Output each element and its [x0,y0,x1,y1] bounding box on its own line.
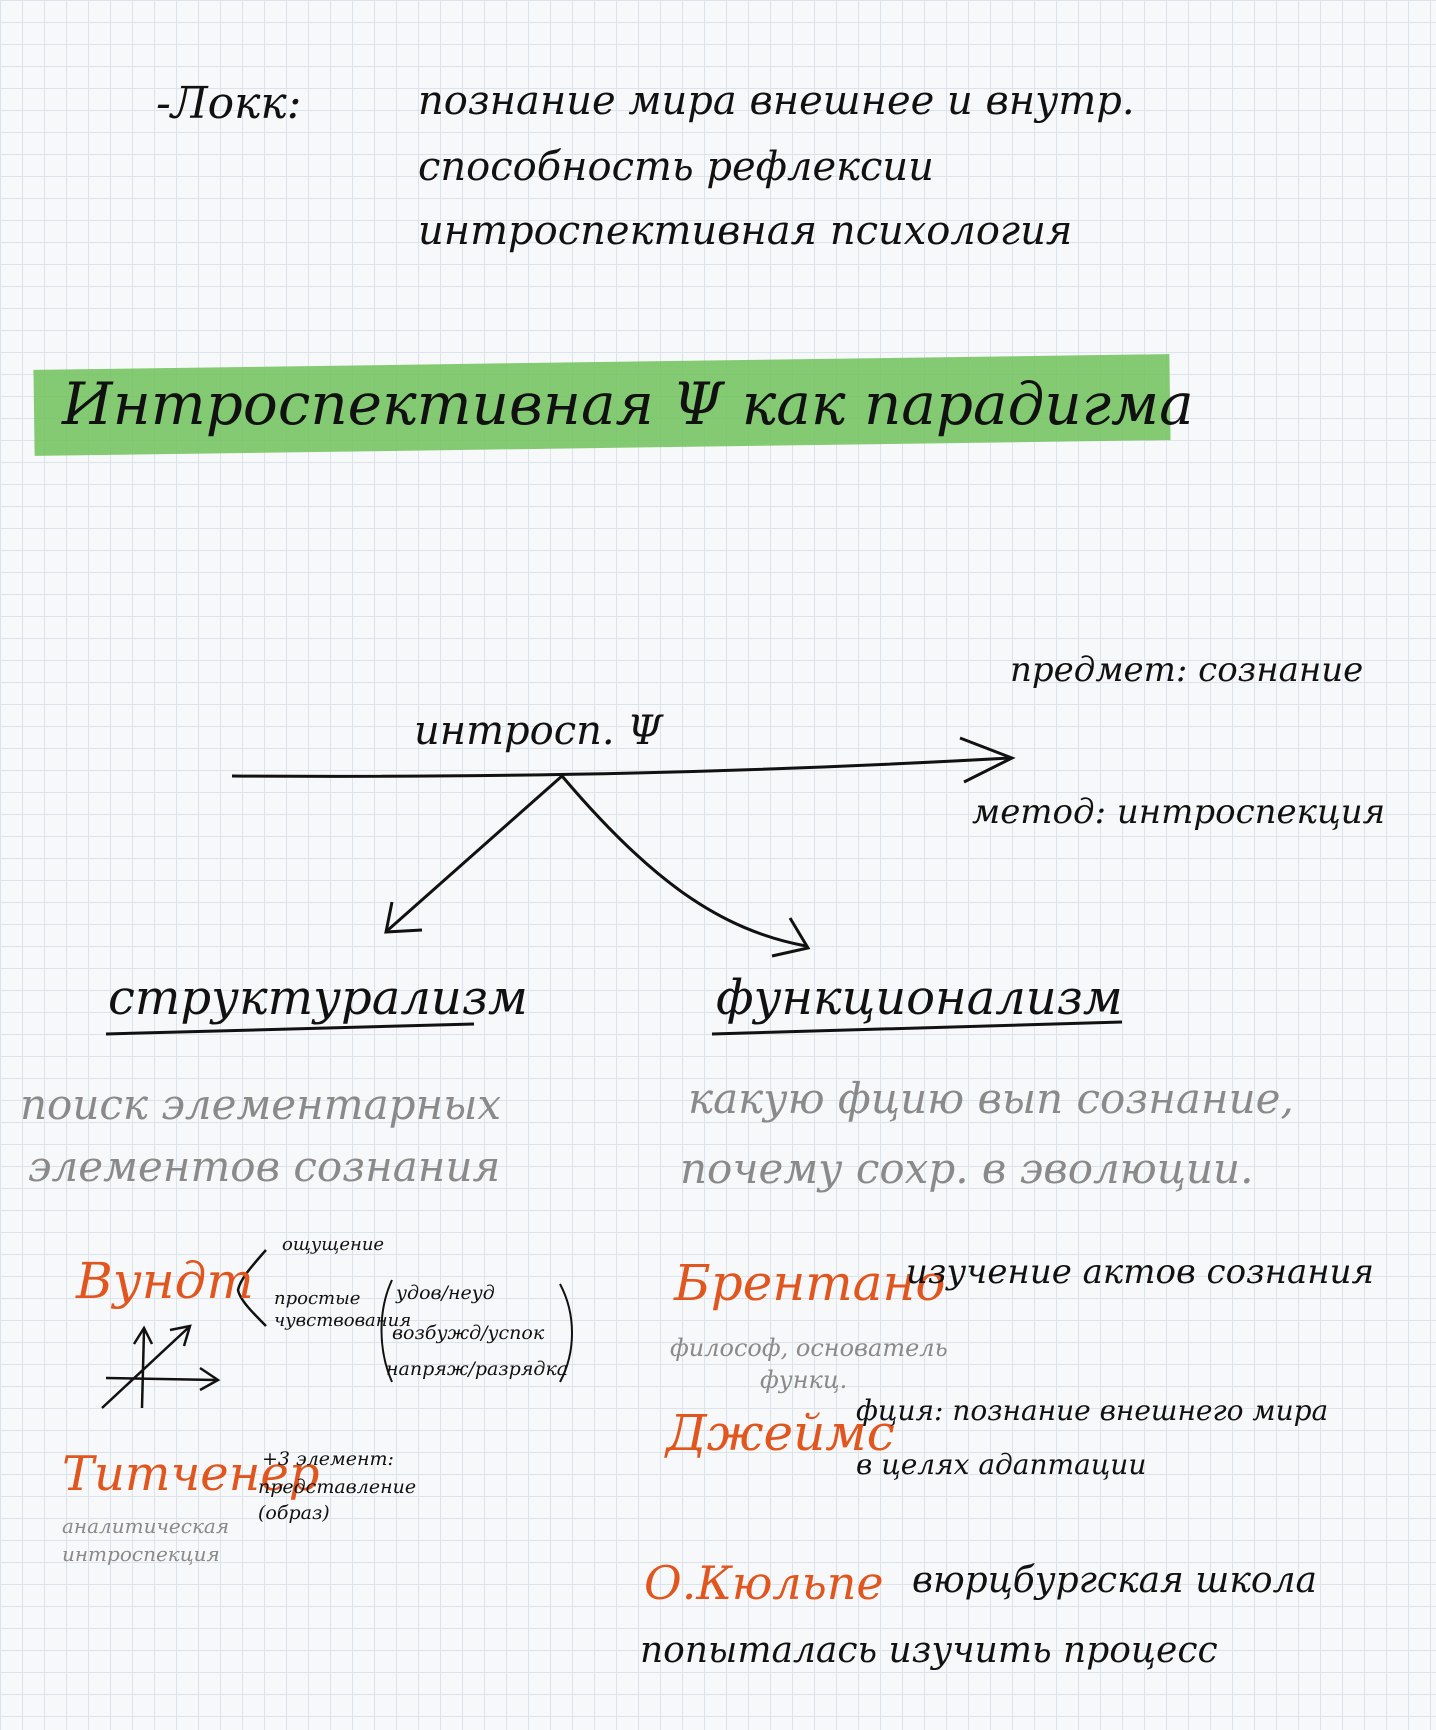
wundt-pair-1: удов/неуд [396,1282,495,1304]
wundt-item-feelings-b: чувствования [274,1310,412,1331]
header-label: -Локк: [156,78,302,129]
branch-right-head [771,917,811,958]
functionalism-desc-1: какую фцию вып сознание, [688,1074,1294,1123]
functionalism-desc-2: почему сохр. в эволюции. [680,1144,1254,1193]
kulpe-note-2: попыталась изучить процесс [640,1630,1218,1671]
titchener-note-3: (образ) [258,1502,330,1524]
wundt-pair-2: возбужд/успок [392,1322,545,1344]
titchener-sub-1: аналитическая [62,1514,230,1538]
james-name: Джеймс [666,1404,895,1462]
brentano-sub-2: функц. [760,1366,848,1394]
branch-right-line [560,775,807,948]
titchener-sub-2: интроспекция [62,1542,220,1566]
center-label: интросп. Ψ [414,708,663,754]
structuralism-heading: структурализм [108,970,528,1026]
wundt-axis-z [101,1327,189,1409]
james-note-1: фция: познание внешнего мира [856,1394,1329,1427]
branch-left-head [384,901,423,934]
branch-left-line [387,774,563,932]
wundt-item-sensation: ощущение [282,1234,385,1255]
paradigm-arrow-head [959,736,1016,784]
header-line-2: способность рефлексии [418,144,934,190]
titchener-name: Титченер [62,1446,320,1502]
header-line-3: интроспективная психология [418,208,1073,254]
paradigm-arrow-line [231,756,1011,778]
header-line-1: познание мира внешнее и внутр. [418,78,1135,124]
wundt-axis-y [140,1329,146,1409]
brentano-name: Брентано [674,1254,946,1312]
james-note-2: в целях адаптации [856,1448,1147,1481]
wundt-pair-3: напряж/разрядка [386,1358,569,1380]
functionalism-heading: функционализм [716,970,1123,1026]
kulpe-note-1: вюрцбургская школа [912,1560,1317,1601]
method-label: метод: интроспекция [972,792,1386,832]
wundt-axis-y-head [132,1325,154,1345]
page-title: Интроспективная Ψ как парадигма [62,370,1194,438]
structuralism-desc-1: поиск элементарных [20,1080,502,1129]
titchener-note-2: представление [258,1476,417,1498]
subject-label: предмет: сознание [1010,650,1364,690]
wundt-item-feelings-a: простые [274,1288,361,1309]
wundt-axis-x-head [199,1366,221,1392]
brentano-note: изучение актов сознания [906,1252,1375,1292]
wundt-name: Вундт [76,1252,254,1310]
titchener-note-1: +3 элемент: [262,1448,394,1470]
wundt-axis-x [105,1376,217,1382]
kulpe-name: О.Кюльпе [644,1556,884,1610]
wundt-axis-z-head [169,1324,192,1347]
structuralism-desc-2: элементов сознания [28,1142,501,1191]
brentano-sub-1: философ, основатель [670,1334,948,1362]
